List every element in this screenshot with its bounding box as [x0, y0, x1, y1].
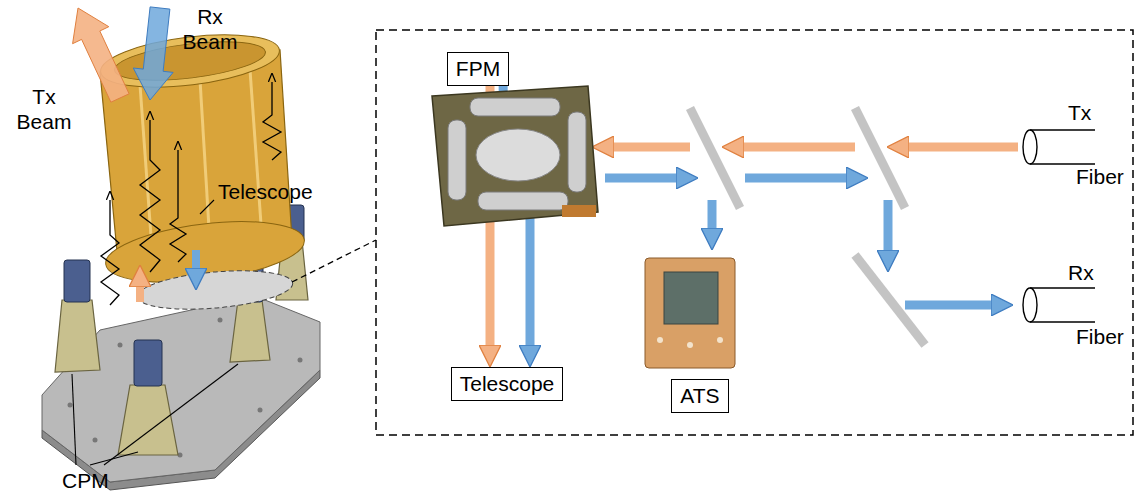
base-plate	[42, 296, 320, 482]
part-label: Rx	[1068, 260, 1094, 285]
component-box: FPM	[447, 52, 509, 86]
component-name: FPM	[456, 56, 500, 82]
optical-bench	[136, 265, 295, 314]
leader-lines	[72, 200, 238, 465]
fpm-body	[432, 86, 598, 226]
fpm-mirror	[476, 129, 560, 181]
ats-holes	[657, 337, 723, 348]
zoom-line	[292, 240, 376, 282]
ats-sensor	[645, 258, 735, 368]
component-name: Telescope	[460, 371, 555, 397]
rx-small-arrow	[192, 250, 200, 268]
part-label: Fiber	[1076, 324, 1124, 349]
part-label: Telescope	[218, 179, 313, 204]
detail-box	[376, 30, 1133, 435]
component-name: ATS	[680, 383, 719, 409]
part-label: CPM	[62, 468, 109, 493]
fiber-symbols	[1023, 130, 1095, 322]
tx-path-arrows	[614, 143, 1018, 152]
rx-beam-arrow	[133, 7, 173, 100]
fpm-cable	[562, 205, 596, 217]
part-label: Tx Beam	[10, 84, 78, 134]
tx-beam-arrow	[73, 8, 130, 102]
part-label: Fiber	[1076, 164, 1124, 189]
component-box: Telescope	[451, 367, 564, 401]
ats-detector	[664, 272, 718, 324]
part-label: Rx Beam	[176, 4, 244, 54]
component-box: ATS	[671, 379, 728, 413]
fpm-rollers	[448, 98, 586, 210]
tx-small-arrow	[136, 287, 144, 302]
part-label: Tx	[1068, 100, 1091, 125]
